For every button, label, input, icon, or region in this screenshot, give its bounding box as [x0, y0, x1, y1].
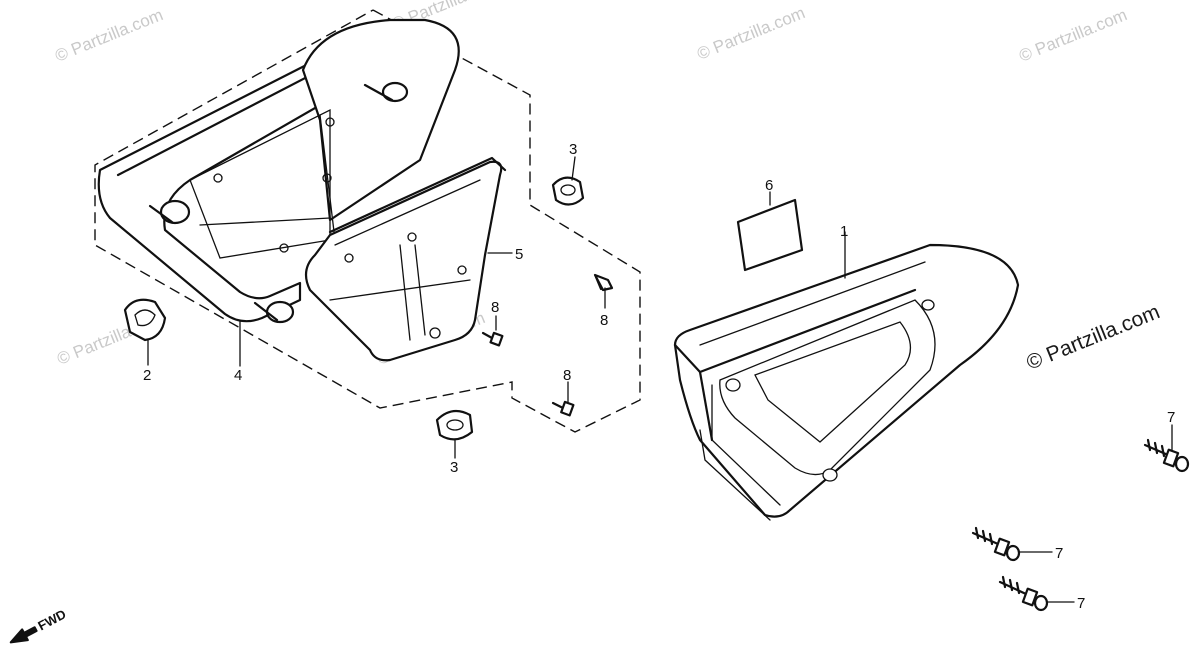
watermark-3: © Partzilla.com: [694, 3, 807, 64]
watermark-prominent: © Partzilla.com: [1023, 300, 1163, 374]
forward-direction-indicator: FWD: [9, 606, 69, 644]
bolt-part-7-middle: [971, 526, 1021, 562]
callout-5: 5: [515, 246, 523, 263]
callout-2: 2: [143, 367, 151, 384]
bolt-part-8-lower: [551, 400, 575, 417]
callout-4: 4: [234, 367, 242, 384]
side-cover-part-1: [673, 243, 1020, 521]
side-cover-plate-part-5: [304, 156, 507, 362]
grommet-part-2: [123, 298, 167, 342]
assembly-boundary: [94, 9, 641, 433]
callout-7-right: 7: [1167, 409, 1175, 426]
grommet-part-3-lower: [435, 409, 474, 441]
bolt-part-8-upper: [593, 273, 614, 292]
callout-1: 1: [840, 223, 848, 240]
callout-7-middle: 7: [1055, 545, 1063, 562]
callout-6: 6: [765, 177, 773, 194]
callout-3-lower: 3: [450, 459, 458, 476]
side-cover-frame-part-4: [97, 18, 460, 324]
watermark-1: © Partzilla.com: [52, 5, 165, 66]
grommet-part-3-upper: [551, 176, 585, 206]
emblem-part-6: [736, 198, 804, 272]
callout-8-middle: 8: [491, 299, 499, 316]
callout-8-upper: 8: [600, 312, 608, 329]
watermark-4: © Partzilla.com: [1016, 5, 1129, 66]
bolt-part-8-middle: [481, 331, 504, 347]
leader-lines: [147, 156, 1173, 603]
bolt-part-7-lower: [998, 575, 1049, 612]
callout-7-lower: 7: [1077, 595, 1085, 612]
callout-3-upper: 3: [569, 141, 577, 158]
bolt-part-7-right: [1143, 438, 1190, 473]
callout-8-lower: 8: [563, 367, 571, 384]
fwd-label: FWD: [35, 606, 68, 633]
